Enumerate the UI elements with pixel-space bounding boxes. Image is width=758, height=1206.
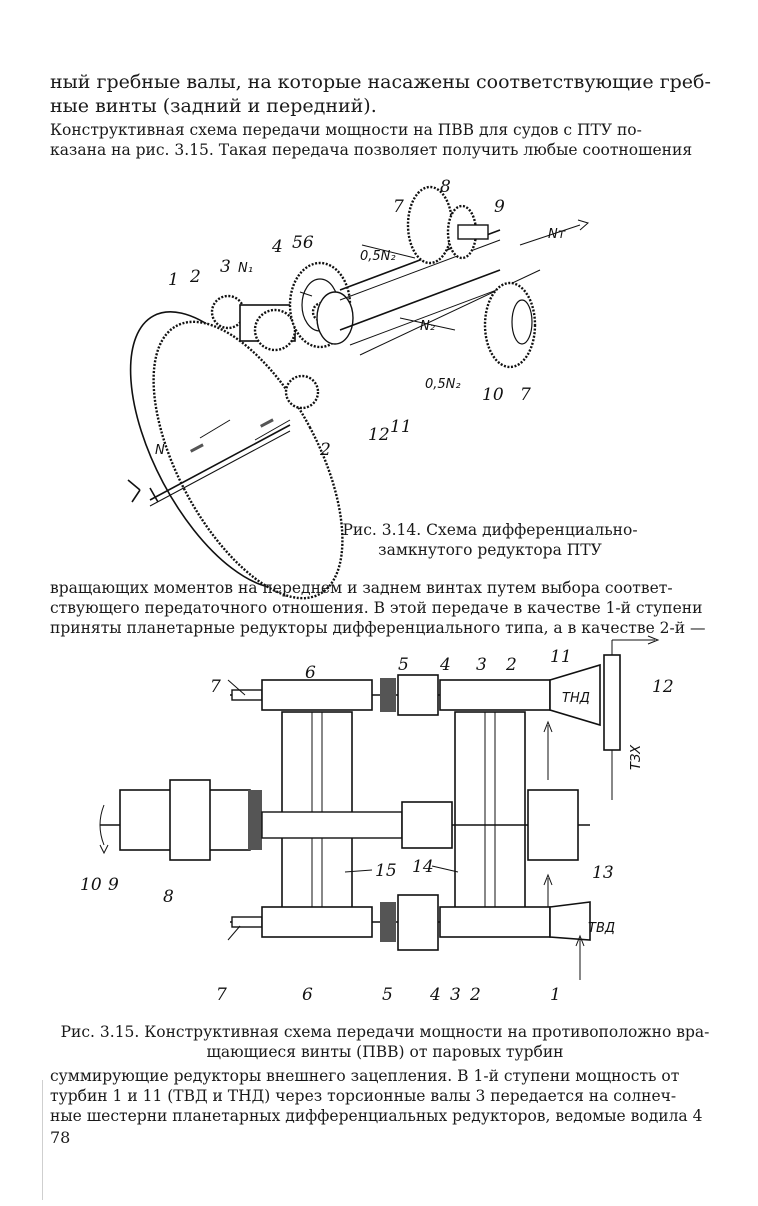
fig315-label-10: 10 <box>80 875 102 895</box>
fig314-label-05n2-bottom: 0,5N₂ <box>425 377 461 392</box>
fig315-label-6-top: 6 <box>305 663 316 683</box>
fig315-label-3-top: 3 <box>476 655 487 675</box>
fig314-label-05n2-top: 0,5N₂ <box>360 249 396 264</box>
fig315-label-6-bottom: 6 <box>302 985 313 1005</box>
figure-3-15-caption: Рис. 3.15. Конструктивная схема передачи… <box>60 1023 710 1061</box>
fig314-label-n2: N₂ <box>420 319 435 334</box>
figure-3-15-drawing: 7 6 5 4 3 2 11 12 ТНД ТЗХ 10 9 8 15 14 1… <box>80 635 674 1005</box>
fig314-label-2a: 2 <box>189 267 201 287</box>
fig314-label-n: N <box>155 443 165 458</box>
fig315-label-3-bottom: 3 <box>450 985 461 1005</box>
fig314-label-1: 1 <box>168 270 179 290</box>
fig315-label-tvd: ТВД <box>588 921 615 936</box>
figure-3-14-drawing: 1 2 3 N₁ 4 56 7 8 9 Nт 0,5N₂ N₂ 0,5N₂ 10… <box>127 177 590 600</box>
fig314-label-nt: Nт <box>548 227 566 242</box>
fig314-label-12: 12 <box>368 425 390 445</box>
fig314-label-11: 11 <box>390 417 412 437</box>
fig315-label-tzx: ТЗХ <box>629 744 644 770</box>
fig314-label-4: 4 <box>271 237 283 257</box>
fig314-label-56: 56 <box>292 233 314 253</box>
fig315-label-14: 14 <box>412 857 434 877</box>
paragraph-intro: Конструктивная схема передачи мощности н… <box>50 121 693 159</box>
fig315-label-8: 8 <box>163 887 174 907</box>
fig315-label-2-bottom: 2 <box>469 985 481 1005</box>
paragraph-bottom: суммирующие редукторы внешнего зацеплени… <box>50 1067 703 1125</box>
fig314-label-n1: N₁ <box>238 261 253 276</box>
fig314-label-9: 9 <box>494 197 505 217</box>
fig314-label-2b: 2 <box>319 440 331 460</box>
page-number: 78 <box>50 1128 71 1147</box>
fig315-label-7-top: 7 <box>210 677 221 697</box>
paragraph-continuation: ный гребные валы, на которые насажены со… <box>50 71 711 117</box>
fig315-label-13: 13 <box>592 863 614 883</box>
fig314-label-8: 8 <box>440 177 451 197</box>
fig314-label-10: 10 <box>482 385 504 405</box>
fig315-label-9: 9 <box>108 875 119 895</box>
fig315-label-4-top: 4 <box>439 655 451 675</box>
fig315-label-5-bottom: 5 <box>382 985 393 1005</box>
fig314-label-3: 3 <box>220 257 231 277</box>
fig315-label-15: 15 <box>375 861 397 881</box>
fig315-label-7-bottom: 7 <box>216 985 227 1005</box>
fig315-label-2-top: 2 <box>505 655 517 675</box>
fig315-label-1-bottom: 1 <box>550 985 561 1005</box>
fig315-label-tnd: ТНД <box>562 691 590 706</box>
fig315-label-12: 12 <box>652 677 674 697</box>
margin-rule <box>42 1080 43 1200</box>
fig314-label-7b: 7 <box>520 385 531 405</box>
figure-3-14-caption: Рис. 3.14. Схема дифференциально- замкну… <box>342 521 638 559</box>
fig314-label-7a: 7 <box>393 197 404 217</box>
fig315-label-11: 11 <box>550 647 572 667</box>
fig315-label-4-bottom: 4 <box>429 985 441 1005</box>
fig315-label-5-top: 5 <box>398 655 409 675</box>
paragraph-middle: вращающих моментов на переднем и заднем … <box>50 579 706 637</box>
